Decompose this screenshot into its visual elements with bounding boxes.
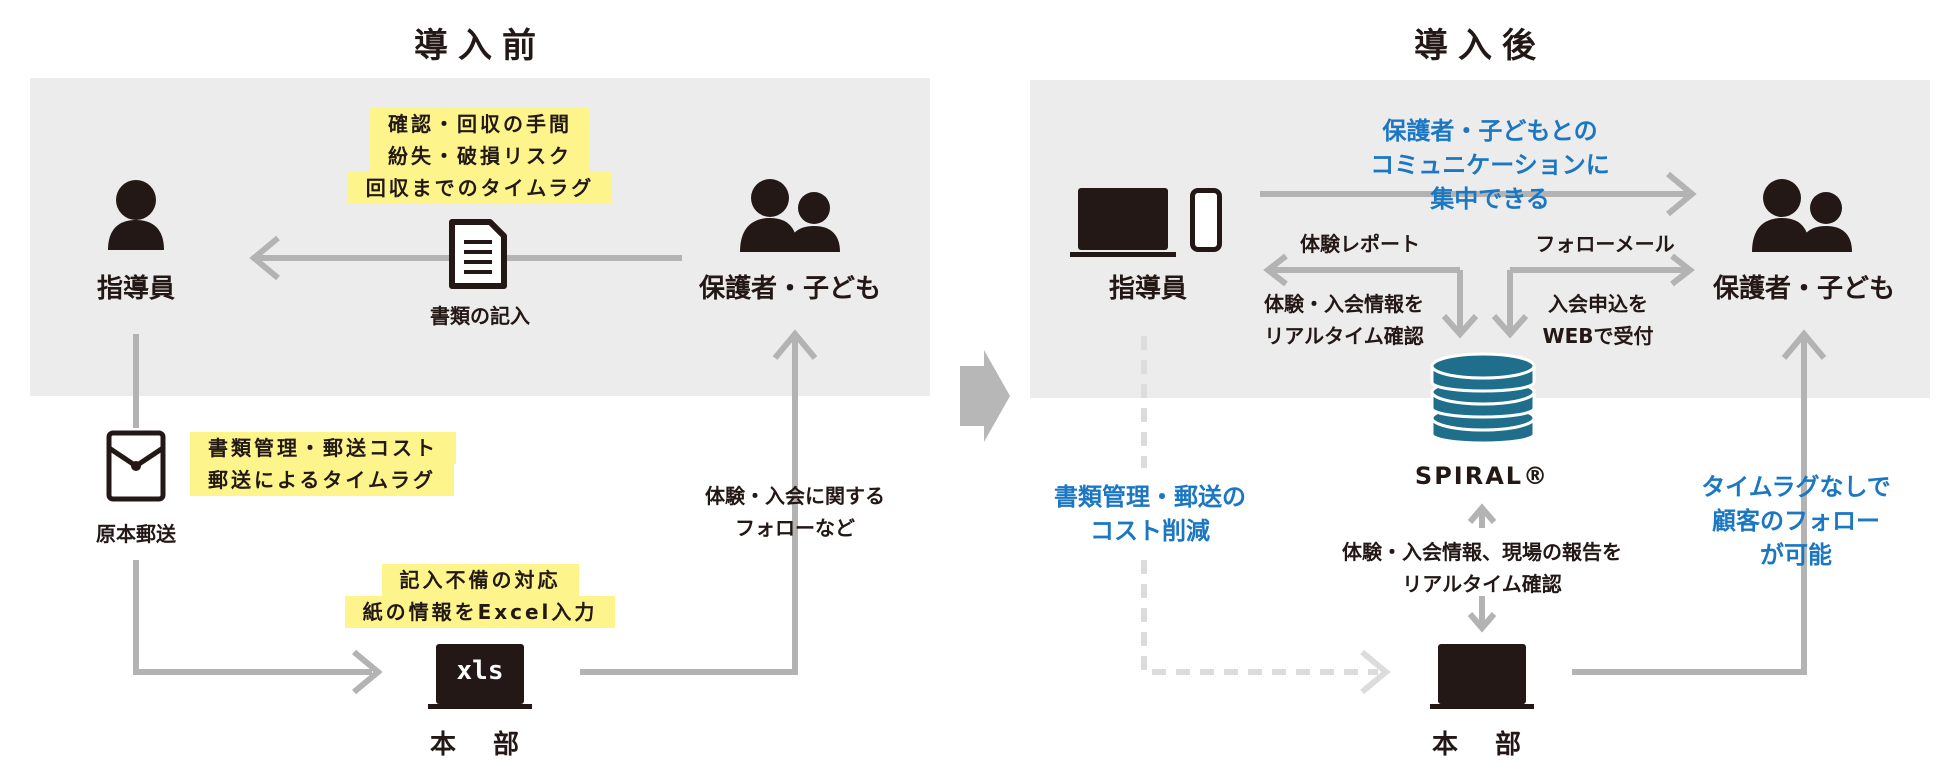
after-staff-label: 指導員 — [1108, 274, 1187, 304]
before-parent-label: 保護者・子ども — [698, 274, 881, 304]
issue-loss: 紛失・破損リスク — [370, 140, 590, 172]
web-accept-2: WEBで受付 — [1542, 324, 1654, 348]
laptop-screen — [1078, 188, 1168, 250]
cost-cut-2: コスト削減 — [1090, 517, 1210, 545]
no-lag: タイムラグなしで 顧客のフォロー が可能 — [1676, 470, 1916, 572]
issue-mail-lag: 郵送によるタイムラグ — [190, 464, 454, 496]
follow-caption: 体験・入会に関する フォローなど — [680, 480, 910, 544]
parent-child-icon — [740, 179, 840, 252]
doc-caption: 書類の記入 — [430, 304, 530, 328]
realtime-left: 体験・入会情報を リアルタイム確認 — [1244, 288, 1444, 352]
staff-person-icon — [108, 180, 164, 250]
focus-line-1: 保護者・子どもとの — [1382, 117, 1598, 145]
issue-excel: 紙の情報をExcel入力 — [344, 596, 616, 628]
issue-mail-cost: 書類管理・郵送コスト — [190, 432, 456, 464]
after-title: 導入後 — [1414, 26, 1546, 66]
realtime-left-1: 体験・入会情報を — [1264, 292, 1424, 316]
envelope-icon — [106, 430, 166, 502]
after-parent-child-icon — [1752, 179, 1852, 252]
no-lag-2: 顧客のフォロー — [1712, 507, 1880, 535]
hq-laptop-base — [1430, 704, 1534, 709]
phone-icon — [1190, 188, 1222, 252]
before-staff-label: 指導員 — [96, 274, 175, 304]
cost-cut: 書類管理・郵送の コスト削減 — [1030, 480, 1270, 548]
product-name: SPIRAL® — [1414, 462, 1550, 490]
arrowhead-up-parent — [772, 329, 818, 360]
xls-text: xls — [456, 656, 504, 686]
issues-top: 確認・回収の手間 紛失・破損リスク 回収までのタイムラグ — [340, 108, 620, 204]
focus-text: 保護者・子どもとの コミュニケーションに 集中できる — [1340, 114, 1640, 216]
arrowhead-right-xls — [352, 649, 383, 695]
issue-lag: 回収までのタイムラグ — [347, 172, 613, 204]
no-lag-1: タイムラグなしで — [1701, 473, 1891, 501]
web-accept-1: 入会申込を — [1548, 292, 1648, 316]
arrowhead-focus — [1666, 171, 1697, 217]
issues-mail: 書類管理・郵送コスト 郵送によるタイムラグ — [190, 432, 470, 496]
before-title: 導入前 — [414, 26, 546, 66]
hq-laptop-screen — [1438, 644, 1526, 704]
realtime-hq-2: リアルタイム確認 — [1402, 572, 1562, 596]
cost-cut-1: 書類管理・郵送の — [1054, 483, 1246, 511]
issue-check: 確認・回収の手間 — [370, 108, 590, 140]
focus-line-3: 集中できる — [1430, 185, 1550, 213]
trial-report: 体験レポート — [1300, 232, 1420, 256]
document-icon — [449, 219, 507, 289]
database-icon — [1430, 352, 1536, 445]
issues-hq: 記入不備の対応 紙の情報をExcel入力 — [330, 564, 630, 628]
issue-incomplete: 記入不備の対応 — [381, 564, 579, 596]
transition-arrow — [960, 350, 1010, 442]
realtime-hq-1: 体験・入会情報、現場の報告を — [1342, 540, 1622, 564]
follow-line-2: フォローなど — [735, 516, 855, 540]
focus-line-2: コミュニケーションに — [1370, 151, 1610, 179]
realtime-left-2: リアルタイム確認 — [1264, 324, 1424, 348]
realtime-hq: 体験・入会情報、現場の報告を リアルタイム確認 — [1332, 536, 1632, 600]
laptop-base — [1070, 252, 1176, 257]
xls-base — [428, 704, 532, 709]
after-parent-label: 保護者・子ども — [1712, 274, 1895, 304]
no-lag-3: が可能 — [1760, 541, 1832, 569]
follow-mail: フォローメール — [1535, 232, 1675, 256]
arrowhead-left — [249, 235, 280, 281]
xls-screen — [436, 644, 524, 704]
mail-caption: 原本郵送 — [96, 522, 176, 546]
line-to-xls — [133, 560, 372, 675]
follow-line-1: 体験・入会に関する — [705, 484, 885, 508]
after-hq-label: 本 部 — [1432, 730, 1536, 760]
web-accept: 入会申込を WEBで受付 — [1528, 288, 1668, 352]
line-xls-to-parent — [580, 338, 798, 675]
before-hq-label: 本 部 — [430, 730, 534, 760]
